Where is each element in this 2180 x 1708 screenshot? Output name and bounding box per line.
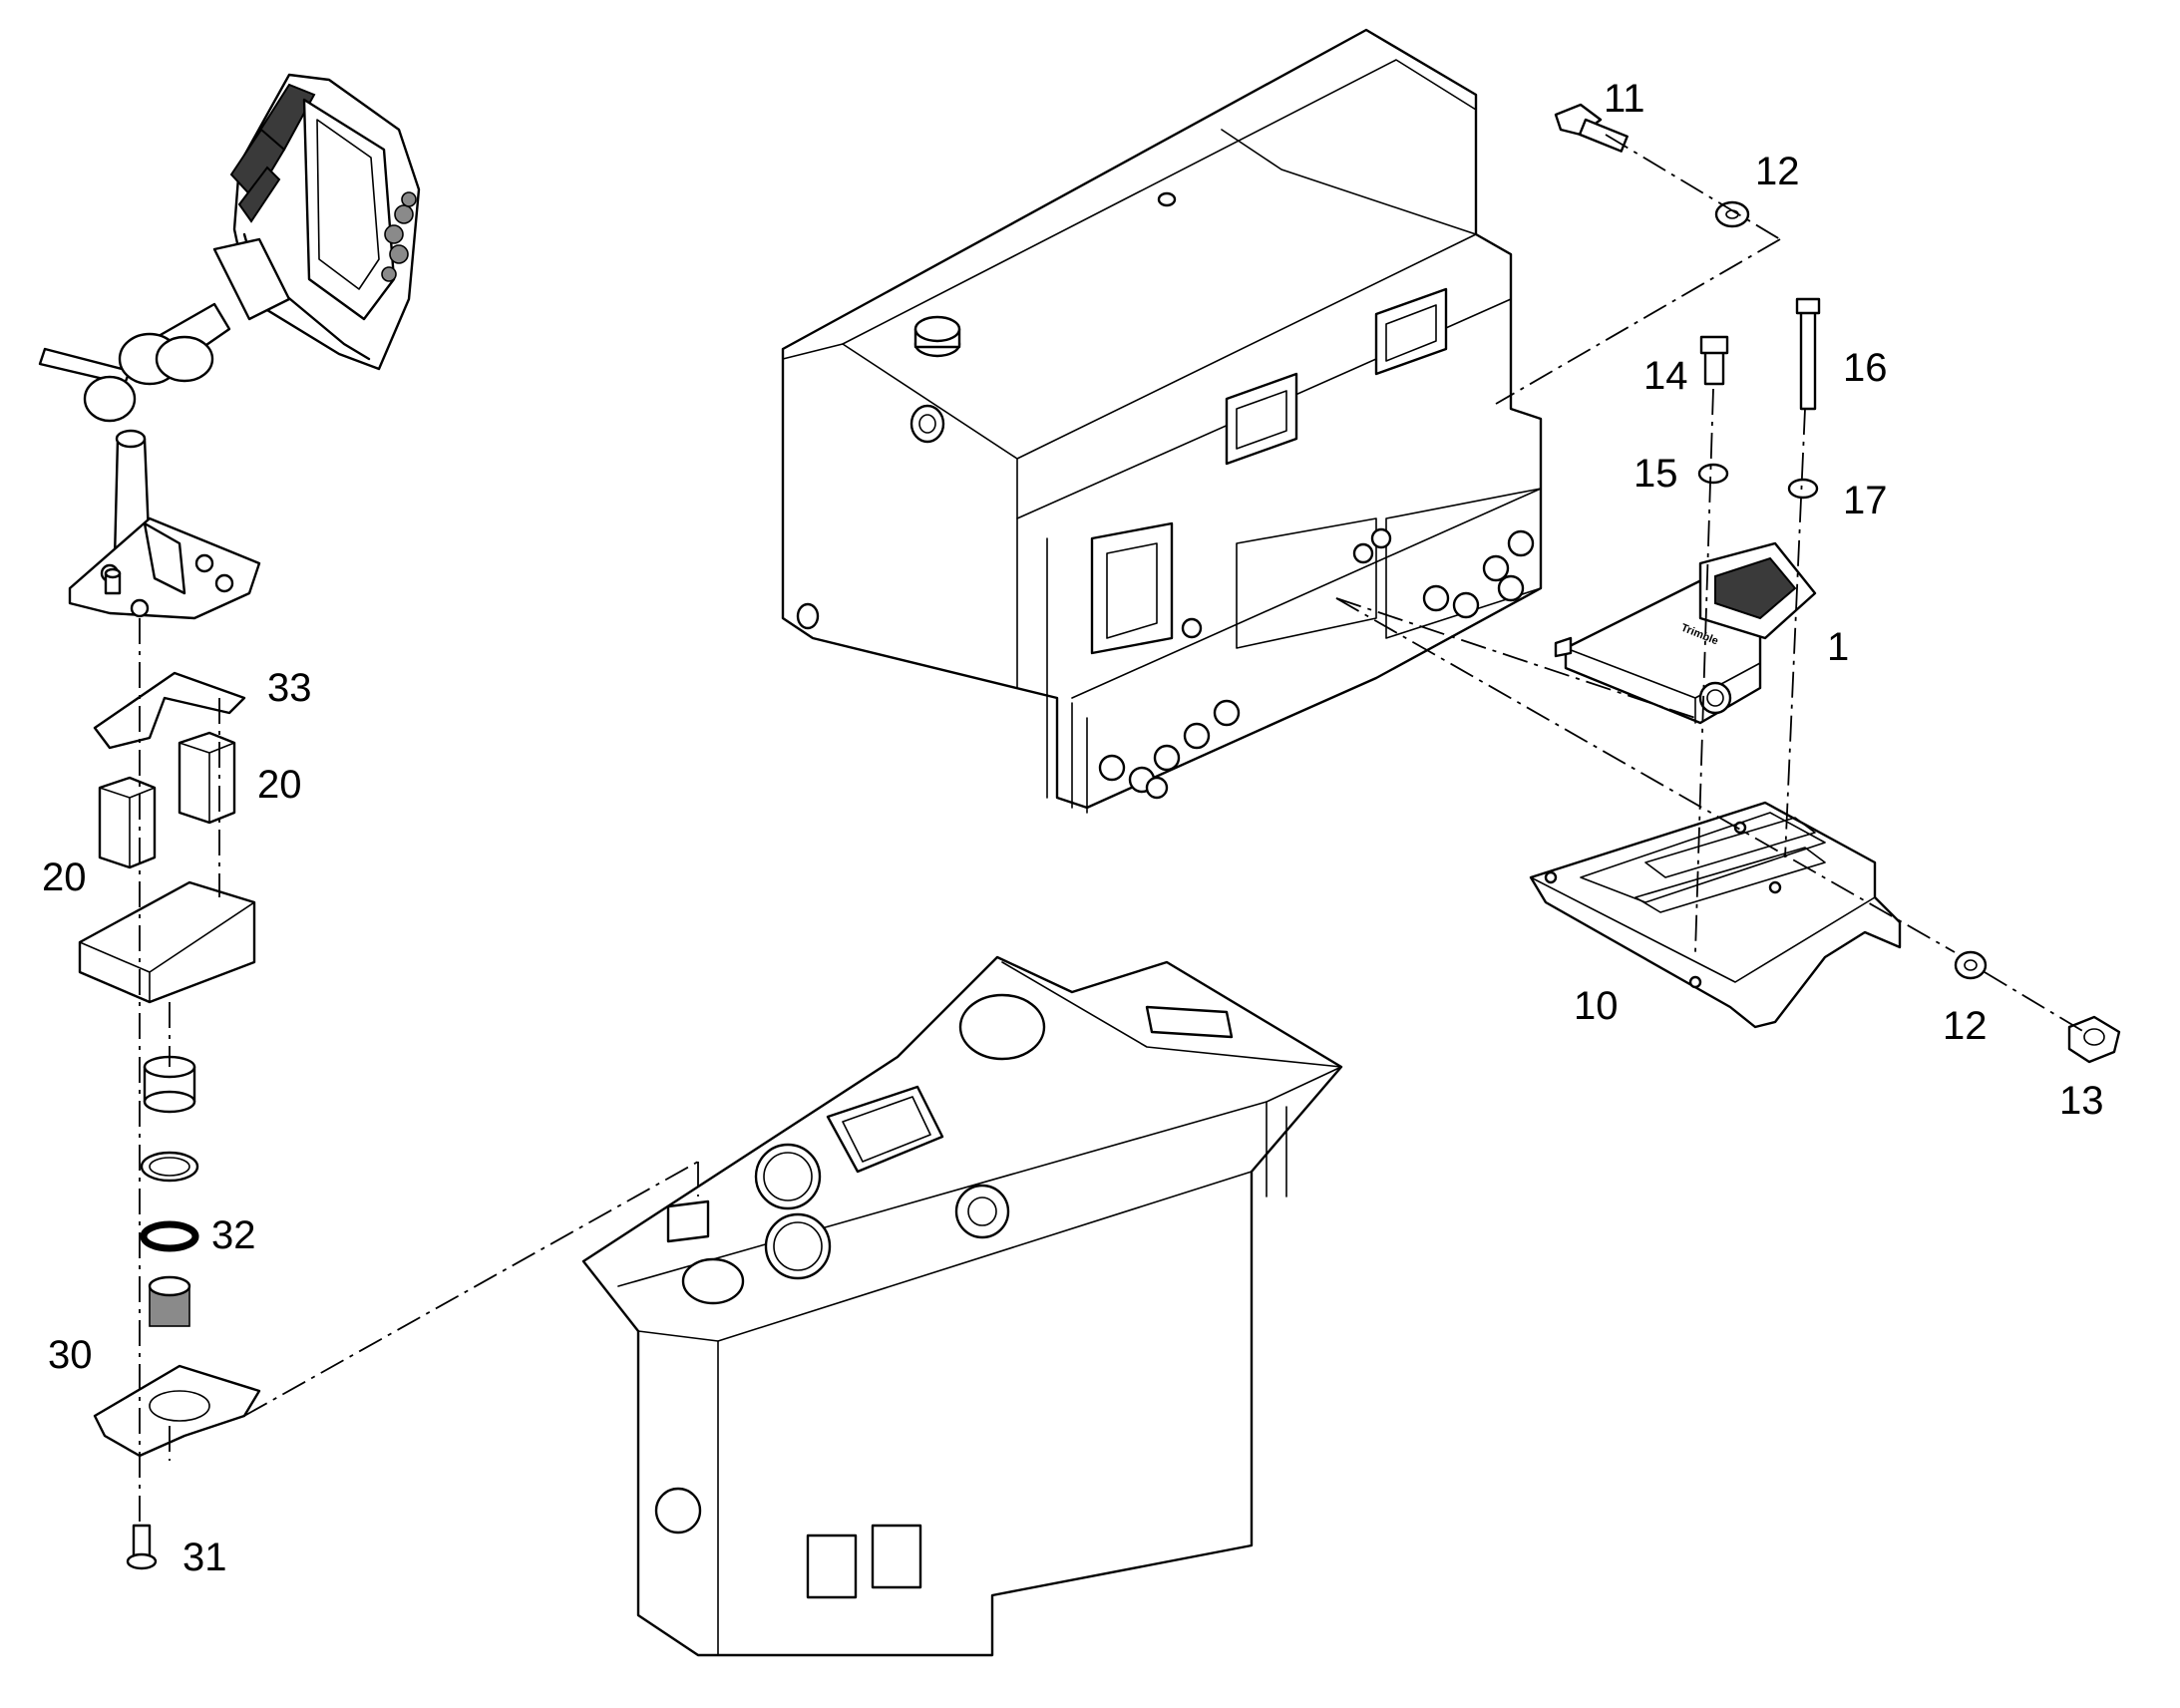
mounting-bracket-10	[1529, 801, 1902, 1029]
callout-31: 31	[182, 1536, 227, 1579]
callout-11: 11	[1604, 77, 1645, 121]
callout-16: 16	[1843, 346, 1888, 390]
washer-12b	[1954, 950, 1988, 980]
callout-12-bottom: 12	[1943, 1004, 1988, 1048]
bolt-11	[1554, 103, 1629, 153]
callout-13: 13	[2059, 1079, 2104, 1123]
mount-plate-33	[93, 671, 246, 750]
assembly-lines	[139, 134, 2085, 1526]
washer-15	[1697, 463, 1729, 485]
control-housing	[781, 28, 1543, 814]
callout-17: 17	[1843, 479, 1888, 522]
nut-13	[2067, 1015, 2121, 1064]
callout-33: 33	[267, 666, 312, 710]
callout-14: 14	[1643, 354, 1688, 398]
callout-labels: 1 10 11 12 12 13 14 15 16 17 20 20 30 31…	[42, 77, 2104, 1579]
callout-30: 30	[48, 1333, 93, 1377]
screw-31	[126, 1524, 158, 1570]
screw-14	[1699, 335, 1729, 386]
knob-stack	[140, 1055, 199, 1327]
callout-15: 15	[1634, 452, 1678, 496]
callout-32: 32	[211, 1213, 256, 1257]
bolt-16	[1795, 297, 1821, 411]
fittings-right	[1422, 529, 1535, 619]
fittings-left	[1098, 699, 1241, 800]
callout-20-left: 20	[42, 855, 87, 899]
washer-17	[1787, 478, 1819, 500]
display-mount-assembly	[38, 73, 421, 620]
callout-12-top: 12	[1755, 150, 1800, 193]
base-plate-30	[93, 1364, 261, 1458]
mounting-tray	[78, 880, 256, 1004]
callout-1: 1	[1827, 625, 1849, 669]
callout-20-right: 20	[257, 763, 302, 807]
control-module-1: Trimble	[1554, 541, 1817, 725]
callout-10: 10	[1574, 984, 1619, 1028]
washer-12a	[1714, 200, 1750, 228]
spacer-blocks-20	[98, 731, 236, 869]
console-panel	[581, 955, 1343, 1657]
